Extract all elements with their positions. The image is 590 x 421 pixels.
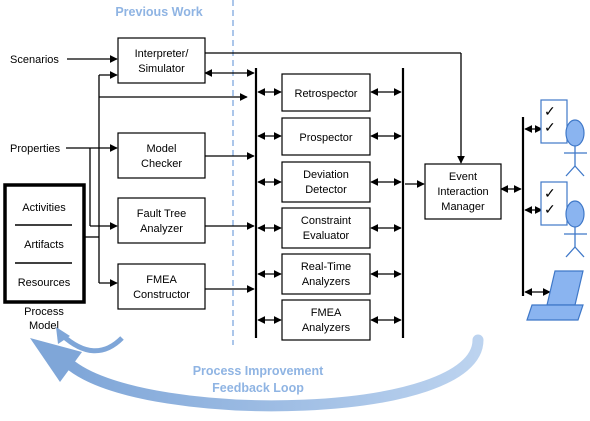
svg-text:Analyzer: Analyzer	[140, 223, 183, 235]
laptop-icon	[526, 270, 584, 321]
svg-text:Evaluator: Evaluator	[303, 230, 350, 242]
constraint-evaluator-box: Constraint Evaluator	[281, 207, 371, 249]
feedback-loop-label-2: Feedback Loop	[212, 381, 304, 395]
real-time-analyzers-box: Real-Time Analyzers	[281, 253, 371, 295]
event-interaction-manager-box: Event Interaction Manager	[424, 163, 502, 220]
svg-text:✓: ✓	[544, 201, 556, 217]
fmea-analyzers-box: FMEA Analyzers	[281, 299, 371, 341]
svg-text:Retrospector: Retrospector	[295, 88, 358, 100]
svg-text:Deviation: Deviation	[303, 169, 349, 181]
user-icon	[564, 119, 587, 177]
feedback-loop-arrowhead	[30, 338, 82, 382]
svg-text:Fault Tree: Fault Tree	[137, 208, 187, 220]
svg-text:Checker: Checker	[141, 158, 182, 170]
fault-tree-analyzer-box: Fault Tree Analyzer	[117, 197, 206, 244]
svg-text:Simulator: Simulator	[138, 63, 185, 75]
scenarios-label: Scenarios	[10, 54, 59, 66]
fmea-constructor-box: FMEA Constructor	[117, 263, 206, 310]
svg-text:FMEA: FMEA	[146, 274, 177, 286]
process-model-label: Process	[24, 306, 64, 318]
svg-text:Analyzers: Analyzers	[302, 322, 351, 334]
svg-text:Constructor: Constructor	[133, 289, 190, 301]
feedback-loop-label: Process Improvement	[193, 364, 324, 378]
deviation-detector-box: Deviation Detector	[281, 161, 371, 203]
svg-text:FMEA: FMEA	[311, 307, 342, 319]
svg-text:Prospector: Prospector	[299, 132, 353, 144]
properties-label: Properties	[10, 143, 61, 155]
svg-text:✓: ✓	[544, 103, 556, 119]
feedback-loop-arrow	[66, 334, 484, 412]
artifacts-label: Artifacts	[24, 239, 64, 251]
svg-text:Analyzers: Analyzers	[302, 276, 351, 288]
model-checker-box: Model Checker	[117, 132, 206, 179]
svg-text:Real-Time: Real-Time	[301, 261, 351, 273]
svg-text:✓: ✓	[544, 185, 556, 201]
svg-text:Model: Model	[147, 143, 177, 155]
previous-work-label: Previous Work	[115, 5, 202, 19]
prospector-box: Prospector	[281, 117, 371, 156]
checklist-icon: ✓ ✓	[540, 99, 568, 144]
checklist-icon: ✓ ✓	[540, 181, 568, 226]
user-icon	[564, 200, 587, 258]
activities-label: Activities	[22, 202, 66, 214]
svg-text:✓: ✓	[544, 119, 556, 135]
process-model-label-2: Model	[29, 320, 59, 332]
svg-text:Manager: Manager	[441, 201, 485, 213]
svg-text:Interpreter/: Interpreter/	[135, 48, 190, 60]
retrospector-box: Retrospector	[281, 73, 371, 112]
svg-text:Interaction: Interaction	[437, 186, 488, 198]
resources-label: Resources	[18, 277, 71, 289]
interpreter-simulator-box: Interpreter/ Simulator	[117, 37, 206, 84]
svg-text:Event: Event	[449, 171, 477, 183]
process-model-box	[3, 183, 86, 304]
local-feedback-arrow	[60, 333, 124, 354]
svg-text:Detector: Detector	[305, 184, 347, 196]
svg-text:Constraint: Constraint	[301, 215, 351, 227]
